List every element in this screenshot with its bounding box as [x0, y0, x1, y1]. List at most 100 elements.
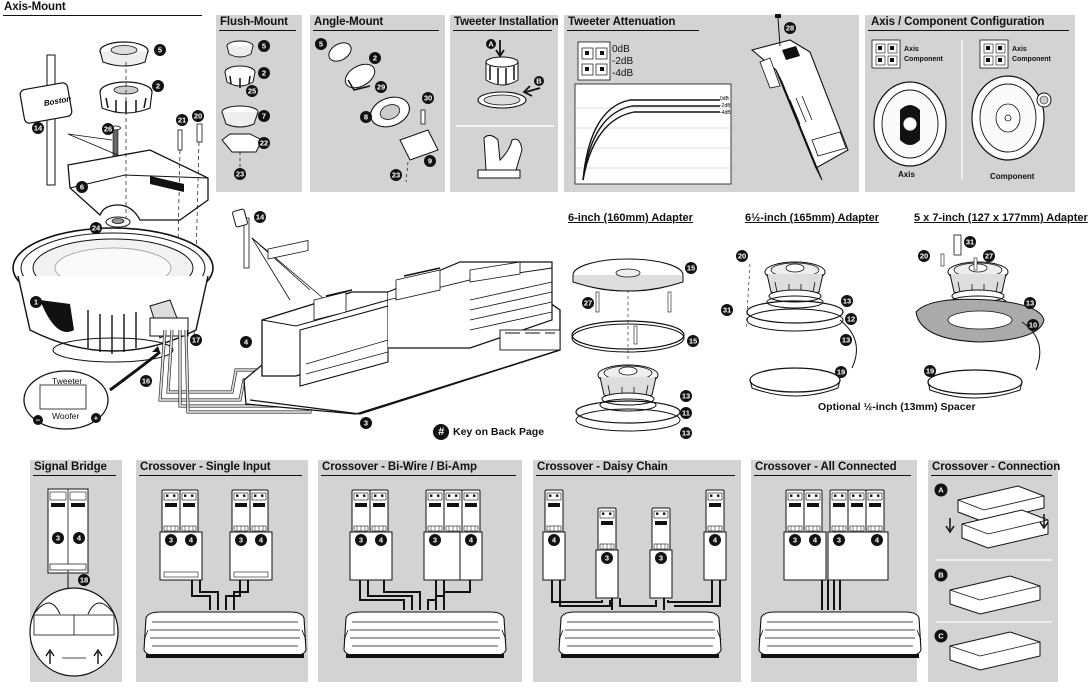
callout-23: 23 — [392, 171, 400, 180]
callout-3: 3 — [433, 536, 437, 545]
callout-18: 18 — [80, 576, 88, 585]
callout-17: 17 — [192, 336, 200, 345]
flush-mount-title: Flush-Mount — [220, 16, 288, 28]
crossover-single-title: Crossover - Single Input — [140, 461, 271, 473]
callout-4: 4 — [813, 536, 818, 545]
callout-5: 5 — [319, 40, 323, 49]
callout-7: 7 — [262, 112, 266, 121]
crossover-connection-title: Crossover - Connection — [932, 461, 1061, 473]
attenuation-minus2db: -2dB — [612, 56, 633, 67]
callout-22: 22 — [260, 139, 268, 148]
callout-13: 13 — [682, 392, 690, 401]
tweeter-attenuation-drawing: 0dB -2dB -4dB 0dB -2dB -4dB — [574, 14, 849, 185]
plus-terminal-label: + — [94, 414, 99, 423]
callout-3: 3 — [239, 536, 243, 545]
five-by-seven-adapter-title: 5 x 7-inch (127 x 177mm) Adapter — [914, 212, 1088, 224]
callout-15: 15 — [689, 337, 697, 346]
callout-13: 13 — [682, 429, 690, 438]
daisy-chain-drawing — [542, 489, 727, 659]
callout-3: 3 — [659, 554, 663, 563]
axis-mount-title: Axis-Mount — [4, 1, 66, 13]
callout-4: 4 — [189, 536, 194, 545]
callout-4: 4 — [77, 534, 82, 543]
chart-minus4db: -4dB — [720, 110, 731, 116]
six-inch-adapter-title: 6-inch (160mm) Adapter — [568, 212, 693, 224]
callout-3: 3 — [359, 536, 363, 545]
biwire-drawing — [343, 489, 507, 659]
six-inch-adapter-drawing — [571, 258, 685, 432]
config-axis-switch-label: Axis — [1012, 46, 1027, 53]
attenuation-minus4db: -4dB — [612, 68, 633, 79]
signal-bridge-title: Signal Bridge — [34, 461, 107, 473]
signal-bridge-drawing — [29, 488, 119, 677]
callout-3: 3 — [56, 534, 60, 543]
callout-3: 3 — [793, 536, 797, 545]
angle-mount-title: Angle-Mount — [314, 16, 384, 28]
title-underline — [567, 30, 699, 32]
axis-mount-panel: Axis-Mount — [0, 0, 210, 445]
callout-20: 20 — [738, 252, 746, 261]
title-underline — [219, 30, 296, 32]
axis-mount-drawing: Boston − + — [12, 41, 340, 430]
spacer-note: Optional ½-inch (13mm) Spacer — [818, 401, 976, 413]
callout-21: 21 — [178, 116, 186, 125]
chart-0db: 0dB — [720, 96, 730, 102]
callout-4: 4 — [259, 536, 264, 545]
config-component-caption: Component — [990, 172, 1035, 181]
callout-3: 3 — [364, 419, 368, 428]
callout-19: 19 — [926, 367, 934, 376]
callout-27: 27 — [985, 252, 993, 261]
callout-29: 29 — [377, 83, 385, 92]
callout-25: 25 — [248, 87, 256, 96]
step-a-label: A — [938, 486, 944, 495]
tweeter-installation-title: Tweeter Installation — [454, 16, 559, 28]
callout-4: 4 — [875, 536, 880, 545]
config-component-switch-label: Component — [904, 56, 943, 63]
callout-3: 3 — [605, 554, 609, 563]
all-connected-drawing — [758, 489, 922, 659]
callout-6: 6 — [80, 183, 84, 192]
axis-component-config-title: Axis / Component Configuration — [871, 16, 1045, 28]
callout-30: 30 — [424, 94, 432, 103]
callout-4: 4 — [469, 536, 474, 545]
title-underline — [868, 30, 1069, 32]
title-underline — [536, 475, 735, 477]
key-symbol: # — [438, 426, 445, 438]
callout-27: 27 — [584, 299, 592, 308]
callout-16: 16 — [142, 377, 150, 386]
title-underline — [313, 30, 439, 32]
callout-4: 4 — [713, 536, 718, 545]
key-note: Key on Back Page — [453, 426, 545, 438]
callout-26: 26 — [104, 125, 112, 134]
title-underline — [754, 475, 911, 477]
callout-4: 4 — [379, 536, 384, 545]
callout-23: 23 — [236, 170, 244, 179]
callout-31: 31 — [723, 306, 731, 315]
callout-14: 14 — [256, 213, 265, 222]
callout-2: 2 — [156, 82, 160, 91]
config-axis-caption: Axis — [898, 170, 915, 179]
single-input-drawing — [143, 489, 307, 659]
callout-10: 10 — [1029, 321, 1037, 330]
title-underline — [3, 15, 202, 17]
callout-13: 13 — [842, 336, 850, 345]
callout-9: 9 — [428, 157, 432, 166]
config-component-switch-label: Component — [1012, 56, 1051, 63]
crossover-biwire-title: Crossover - Bi-Wire / Bi-Amp — [322, 461, 477, 473]
callout-11: 11 — [682, 409, 690, 418]
callout-20: 20 — [920, 252, 928, 261]
callout-3: 3 — [169, 536, 173, 545]
callout-1: 1 — [34, 298, 38, 307]
callout-2: 2 — [262, 69, 266, 78]
title-underline — [321, 475, 516, 477]
step-a-label: A — [488, 40, 494, 49]
callout-2: 2 — [373, 54, 377, 63]
crossover-daisy-title: Crossover - Daisy Chain — [537, 461, 668, 473]
crossover-all-title: Crossover - All Connected — [755, 461, 897, 473]
callout-3: 3 — [837, 536, 841, 545]
flush-mount-drawing — [221, 40, 263, 180]
wiring-woofer-label: Woofer — [52, 411, 80, 421]
step-b-label: B — [536, 77, 542, 86]
title-underline — [453, 30, 552, 32]
callout-24: 24 — [92, 224, 101, 233]
